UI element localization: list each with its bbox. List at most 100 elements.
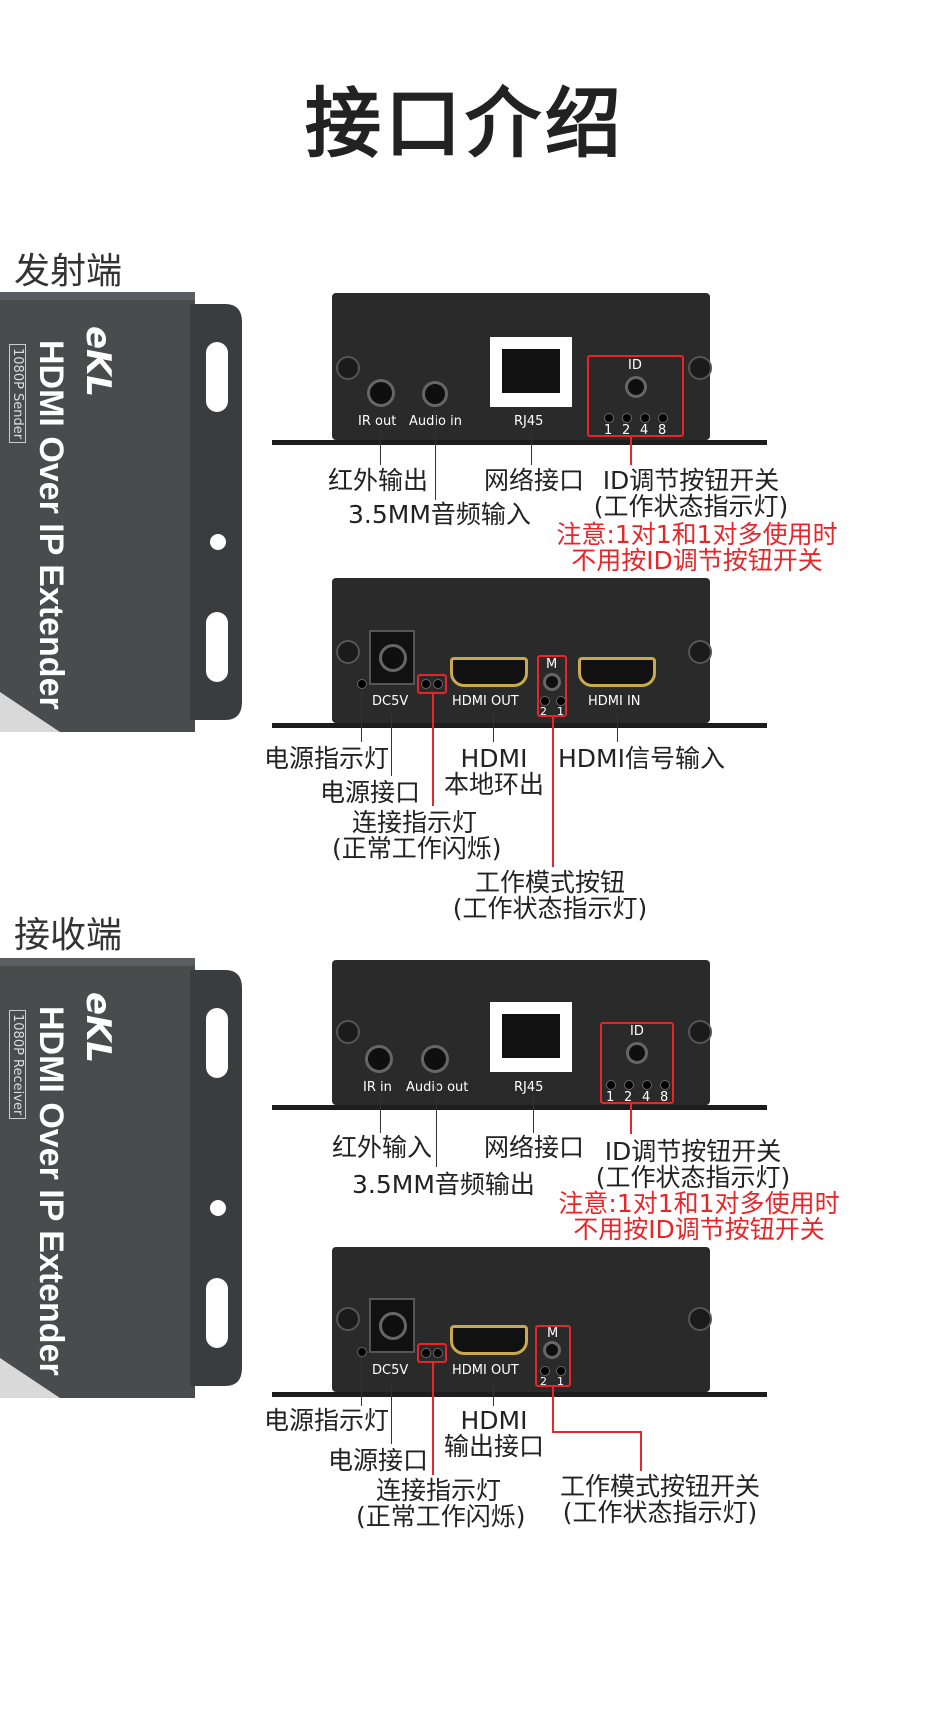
link-led-highlight xyxy=(417,674,447,694)
port-label-m: M xyxy=(546,657,558,672)
screw-icon xyxy=(688,1307,712,1331)
port-label-hdmi-out: HDMI OUT xyxy=(452,694,519,709)
dc5v-port[interactable] xyxy=(369,1298,415,1353)
label-id-status: (工作状态指示灯) xyxy=(595,1163,791,1192)
hdmi-in-port[interactable] xyxy=(578,657,656,687)
receiver-device-illustration xyxy=(0,958,242,1398)
dc5v-port[interactable] xyxy=(369,630,415,685)
receiver-rear-plate xyxy=(272,1105,767,1110)
label-hdmi-out: HDMI xyxy=(460,744,528,773)
port-label-audio-out: Audio out xyxy=(406,1080,469,1095)
link-led-icon xyxy=(421,679,431,689)
page-title: 接口介绍 xyxy=(305,79,625,168)
label-hdmi-out: HDMI xyxy=(460,1406,528,1435)
label-audio-in: 3.5MM音频输入 xyxy=(348,500,531,529)
led-icon xyxy=(658,413,668,423)
callout-line xyxy=(432,694,434,806)
sender-device-illustration xyxy=(0,292,242,732)
link-led-highlight xyxy=(417,1343,447,1363)
sender-device-text: HDMI Over IP Extender xyxy=(32,340,70,710)
note-line-1: 注意:1对1和1对多使用时 xyxy=(558,1189,840,1218)
callout-line xyxy=(380,430,381,465)
id-number: 1 xyxy=(604,423,613,438)
label-id-button: ID调节按钮开关 xyxy=(602,466,780,495)
ir-in-port[interactable] xyxy=(365,1045,393,1073)
screw-icon xyxy=(688,356,712,380)
label-power-port: 电源接口 xyxy=(328,1446,429,1475)
m-number: 1 xyxy=(557,1375,564,1388)
callout-line xyxy=(435,410,436,500)
link-led-icon xyxy=(433,679,443,689)
port-label-hdmi-in: HDMI IN xyxy=(588,694,641,709)
callout-line xyxy=(552,1387,554,1433)
id-number: 8 xyxy=(658,423,667,438)
screw-icon xyxy=(336,1020,360,1044)
led-icon xyxy=(556,1366,566,1376)
id-button-highlight xyxy=(587,355,684,437)
callout-line xyxy=(630,437,632,465)
led-icon xyxy=(540,1366,550,1376)
rj45-port[interactable] xyxy=(490,337,572,407)
callout-line xyxy=(493,1382,494,1406)
note-line-2: 不用按ID调节按钮开关 xyxy=(573,1215,825,1244)
screw-icon xyxy=(336,1307,360,1331)
m-number: 2 xyxy=(540,705,547,718)
port-label-hdmi-out: HDMI OUT xyxy=(452,1363,519,1378)
led-icon xyxy=(624,1080,634,1090)
mode-button-highlight xyxy=(535,1325,571,1387)
led-icon xyxy=(606,1080,616,1090)
mode-button[interactable] xyxy=(543,673,561,691)
label-link-led-note: (正常工作闪烁) xyxy=(332,834,502,863)
ir-out-port[interactable] xyxy=(367,379,395,407)
audio-in-port[interactable] xyxy=(422,381,448,407)
receiver-device-text: HDMI Over IP Extender xyxy=(32,1006,70,1376)
label-mode-status: (工作状态指示灯) xyxy=(562,1498,758,1527)
power-led-icon xyxy=(357,1347,367,1357)
id-number: 2 xyxy=(622,423,631,438)
label-power-port: 电源接口 xyxy=(320,778,421,807)
led-icon xyxy=(604,413,614,423)
sender-front-plate xyxy=(272,723,767,728)
port-label-rj45: RJ45 xyxy=(514,1080,544,1095)
sender-rear-plate xyxy=(272,440,767,445)
id-button-highlight xyxy=(600,1022,674,1104)
callout-line xyxy=(436,1075,437,1167)
callout-line xyxy=(533,1095,534,1133)
id-number: 2 xyxy=(624,1090,633,1105)
callout-line xyxy=(432,1363,434,1475)
label-mode-button: 工作模式按钮开关 xyxy=(559,1472,760,1501)
note-line-1: 注意:1对1和1对多使用时 xyxy=(556,520,838,549)
receiver-front-plate xyxy=(272,1392,767,1397)
port-label-ir-out: IR out xyxy=(358,414,397,429)
label-hdmi-out-port: 输出接口 xyxy=(443,1432,544,1461)
id-button[interactable] xyxy=(625,376,647,398)
port-label-id: ID xyxy=(628,358,642,373)
label-power-led: 电源指示灯 xyxy=(264,1406,390,1435)
id-number: 4 xyxy=(640,423,649,438)
callout-line xyxy=(380,1095,381,1133)
section-label-receiver: 接收端 xyxy=(14,915,123,956)
callout-line xyxy=(552,717,554,867)
callout-line xyxy=(630,1104,632,1134)
id-button[interactable] xyxy=(626,1042,648,1064)
mode-button[interactable] xyxy=(543,1341,561,1359)
port-label-rj45: RJ45 xyxy=(514,414,544,429)
port-label-id: ID xyxy=(630,1024,644,1039)
callout-line xyxy=(617,712,618,742)
label-id-button: ID调节按钮开关 xyxy=(604,1137,782,1166)
callout-line xyxy=(493,712,494,742)
receiver-device-sub: 1080P Receiver xyxy=(9,1010,26,1120)
label-hdmi-out-local: 本地环出 xyxy=(443,770,544,799)
port-label-ir-in: IR in xyxy=(363,1080,392,1095)
hdmi-out-port[interactable] xyxy=(450,1325,528,1355)
label-power-led: 电源指示灯 xyxy=(264,744,390,773)
rj45-port[interactable] xyxy=(490,1002,572,1072)
led-icon xyxy=(660,1080,670,1090)
led-icon xyxy=(540,696,550,706)
id-number: 1 xyxy=(606,1090,615,1105)
audio-out-port[interactable] xyxy=(421,1045,449,1073)
screw-icon xyxy=(336,356,360,380)
hdmi-out-port[interactable] xyxy=(450,657,528,687)
mode-button-highlight xyxy=(537,655,567,717)
